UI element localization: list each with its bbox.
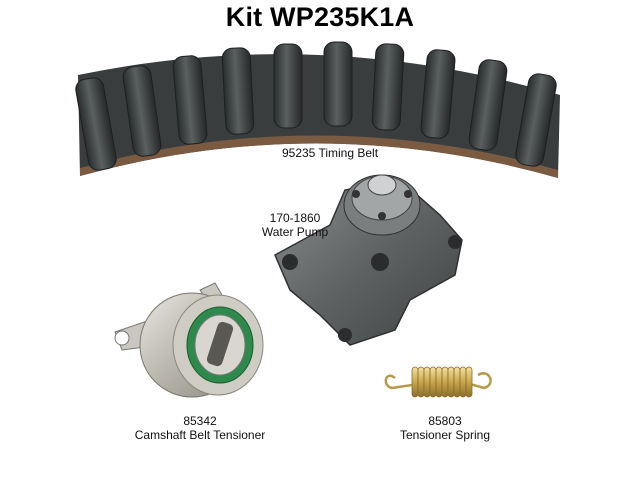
water-pump-name: Water Pump (261, 225, 329, 239)
spring-label: 85803 Tensioner Spring (370, 414, 520, 442)
spring-name: Tensioner Spring (399, 428, 491, 442)
tensioner-spring-image (384, 366, 492, 398)
timing-belt-label: 95235 Timing Belt (230, 146, 430, 160)
tensioner-part-number: 85342 (183, 414, 217, 428)
kit-title: Kit WP235K1A (225, 2, 415, 32)
water-pump-label: 170-1860 Water Pump (250, 211, 340, 239)
water-pump-image (274, 174, 463, 346)
water-pump-part-number: 170-1860 (269, 211, 321, 225)
spring-part-number: 85803 (428, 414, 462, 428)
tensioner-name: Camshaft Belt Tensioner (134, 428, 266, 442)
tensioner-label: 85342 Camshaft Belt Tensioner (110, 414, 290, 442)
timing-belt-caption: 95235 Timing Belt (281, 146, 379, 160)
tensioner-image (114, 282, 264, 398)
timing-belt-image (75, 41, 560, 178)
